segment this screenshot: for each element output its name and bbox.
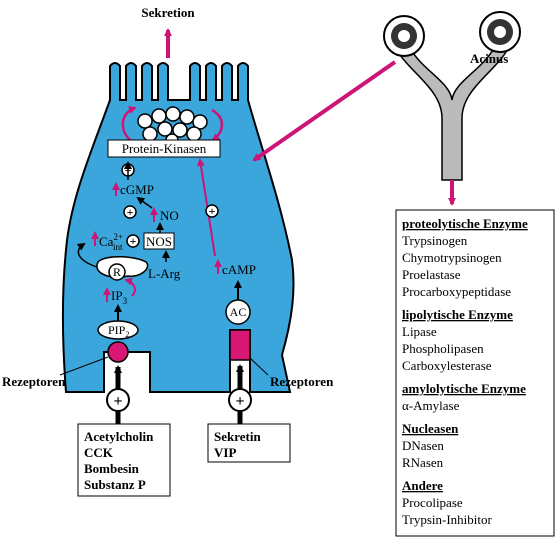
- plus-circle-no: [123, 205, 137, 219]
- acinus-to-cell-arrow: [252, 60, 397, 162]
- stimuli-right-box: [207, 423, 291, 463]
- l-arg-label: L-Arg: [148, 266, 181, 281]
- rezeptoren-left-pointer: [59, 356, 109, 376]
- receptor-r-circle: [108, 263, 126, 281]
- stimulus-item: CCK: [84, 445, 114, 460]
- rezeptoren-left-label: Rezeptoren: [2, 374, 66, 389]
- stimulus-item: Substanz P: [84, 477, 146, 492]
- enzyme-list: proteolytische EnzymeTrypsinogenChymotry…: [402, 216, 528, 527]
- enzyme-item: Chymotrypsinogen: [402, 250, 502, 265]
- rezeptoren-right-label: Rezeptoren: [270, 374, 334, 389]
- enzyme-group-heading: Nucleasen: [402, 421, 459, 436]
- enzyme-item: RNasen: [402, 455, 444, 470]
- acinus-label: Acinus: [470, 51, 508, 66]
- no-label: NO: [160, 208, 179, 223]
- pip2-ellipse: [97, 320, 139, 340]
- camp-label: cAMP: [222, 262, 256, 277]
- secretory-granules: [137, 106, 208, 147]
- sekretion-label: Sekretion: [141, 5, 195, 20]
- granule-cycle-arrow-left: [121, 105, 137, 141]
- enzyme-group-heading: Andere: [402, 478, 443, 493]
- ip3-to-r-arrow: [124, 277, 136, 297]
- stimulus-item: Acetylcholin: [84, 429, 154, 444]
- enzyme-group-heading: lipolytische Enzyme: [402, 307, 513, 322]
- plus-sign: +: [113, 393, 122, 410]
- enzyme-item: Proelastase: [402, 267, 461, 282]
- enzyme-item: Carboxylesterase: [402, 358, 492, 373]
- ip3-label: IP3: [111, 288, 128, 306]
- rezeptoren-right-pointer: [249, 357, 269, 376]
- enzyme-item: Trypsin-Inhibitor: [402, 512, 492, 527]
- stimuli-left-box: [77, 423, 171, 497]
- cgmp-label: cGMP: [120, 182, 154, 197]
- plus-sign: +: [127, 205, 134, 219]
- enzyme-item: Procolipase: [402, 495, 463, 510]
- enzyme-item: Phospholipasen: [402, 341, 484, 356]
- ac-label: AC: [230, 305, 247, 319]
- plus-circle-ca: [126, 234, 140, 248]
- stimulus-item: Bombesin: [84, 461, 140, 476]
- plus-sign: +: [235, 393, 244, 410]
- enzyme-item: α-Amylase: [402, 398, 460, 413]
- nos-label: NOS: [146, 234, 172, 249]
- enzyme-item: Lipase: [402, 324, 437, 339]
- ac-circle: [225, 299, 251, 325]
- stimulus-item: Sekretin: [214, 429, 261, 444]
- receptor-r-label: R: [113, 265, 121, 279]
- pip2-label: PIP2: [108, 323, 129, 339]
- enzyme-item: Trypsinogen: [402, 233, 468, 248]
- acinus-drawing: [383, 11, 521, 181]
- protein-kinasen-box: [107, 139, 221, 158]
- no-to-cgmp-arrow: [136, 196, 153, 209]
- er-to-ca-curve-arrow: [76, 242, 101, 269]
- enzyme-group-heading: amylolytische Enzyme: [402, 381, 526, 396]
- enzyme-group-heading: proteolytische Enzyme: [402, 216, 528, 231]
- enzyme-item: Procarboxypeptidase: [402, 284, 511, 299]
- plus-sign: +: [130, 234, 137, 248]
- enzyme-item: DNasen: [402, 438, 444, 453]
- stimulus-item: VIP: [214, 445, 236, 460]
- plus-circle-camp: [205, 204, 219, 218]
- right-receptor: [229, 329, 251, 361]
- granule-cycle-arrow-right: [211, 108, 224, 142]
- ca-label: Ca2+int: [99, 232, 123, 252]
- left-receptor: [107, 341, 129, 363]
- protein-kinasen-label: Protein-Kinasen: [122, 141, 207, 156]
- plus-sign: +: [209, 204, 216, 218]
- enzyme-list-box: [395, 209, 555, 537]
- nos-box: [143, 232, 175, 250]
